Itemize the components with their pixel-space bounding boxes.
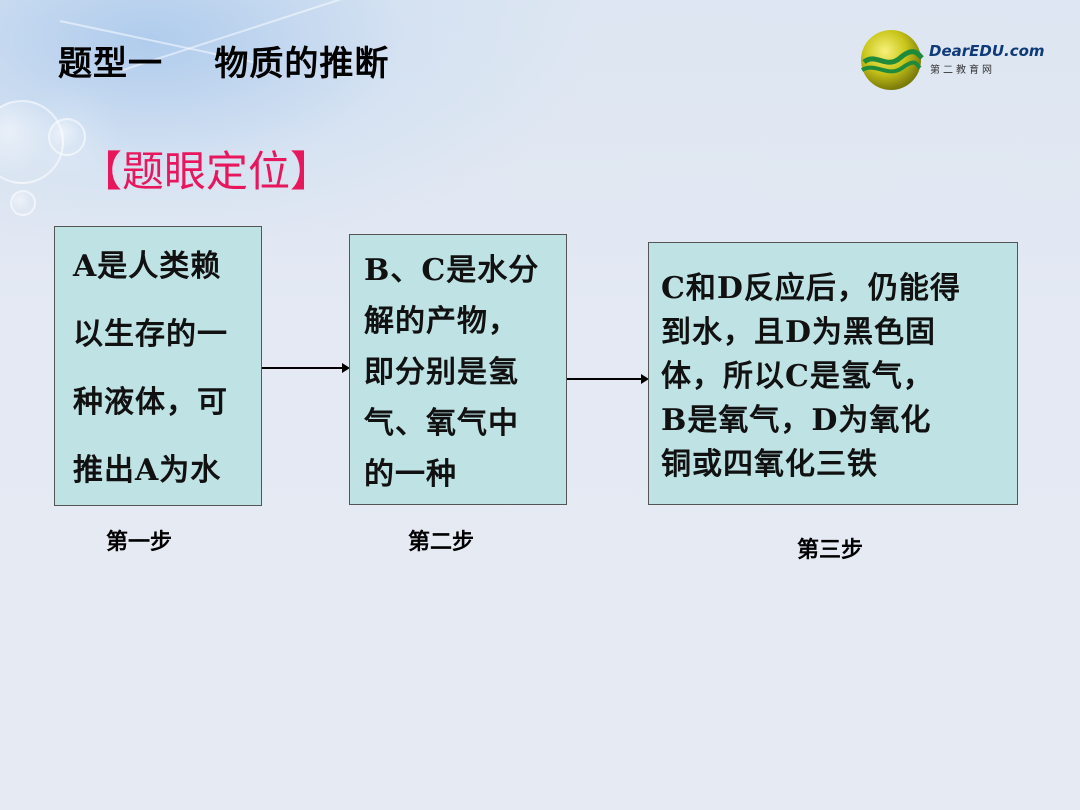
box-line: 气、氧气中 [364, 406, 519, 441]
box-line: 推出A为水 [73, 453, 222, 488]
globe-logo-icon [861, 30, 924, 90]
flow-box-step2: B、C是水分 解的产物， 即分别是氢 气、氧气中 的一种 [349, 234, 567, 505]
box-line: 到水，且D为黑色固 [661, 315, 937, 350]
section-heading: 【题眼定位】 [80, 147, 333, 196]
flow-arrow [262, 363, 350, 373]
decorative-bubble [10, 190, 36, 216]
step-label-2: 第二步 [408, 530, 475, 555]
box-line: B是氧气，D为氧化 [661, 403, 932, 438]
box-line: 铜或四氧化三铁 [661, 447, 878, 482]
box-line: 以生存的一 [73, 317, 228, 352]
decorative-bubble [48, 118, 86, 156]
box-line: B、C是水分 [364, 253, 540, 288]
flow-arrow [567, 374, 649, 384]
box-line: 解的产物， [364, 304, 519, 339]
flow-box-step3: C和D反应后，仍能得 到水，且D为黑色固 体，所以C是氢气， B是氧气，D为氧化… [648, 242, 1018, 505]
box-line: 体，所以C是氢气， [661, 359, 934, 394]
box-line: C和D反应后，仍能得 [661, 271, 961, 306]
box-line: A是人类赖 [73, 249, 222, 284]
box-line: 即分别是氢 [364, 355, 519, 390]
step-label-3: 第三步 [797, 538, 864, 563]
dearedu-logo: DearEDU.com 第二教育网 [856, 28, 1056, 92]
flow-box-step1: A是人类赖 以生存的一 种液体，可 推出A为水 [54, 226, 262, 506]
box-line: 种液体，可 [73, 385, 228, 420]
logo-subtext: 第二教育网 [930, 65, 995, 76]
logo-text: DearEDU.com [929, 42, 1045, 60]
step-label-1: 第一步 [106, 530, 173, 555]
slide-title: 题型一 物质的推断 [58, 44, 390, 84]
box-line: 的一种 [364, 457, 457, 492]
